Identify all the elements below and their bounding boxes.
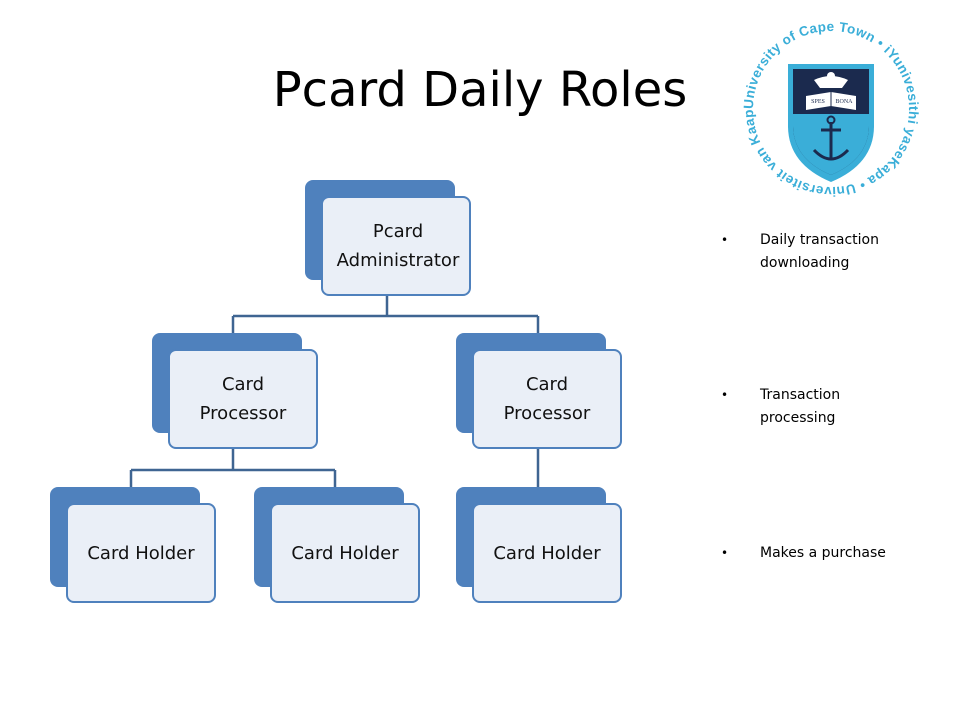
bullet-marker: •	[721, 233, 729, 247]
bullet-marker: •	[721, 388, 729, 402]
node-label: Card Processor	[472, 349, 622, 449]
university-logo: University of Cape Town • iYunivesithi y…	[736, 14, 923, 201]
node-label: Card Holder	[270, 503, 420, 603]
node-label: Pcard Administrator	[321, 196, 471, 296]
svg-text:BONA: BONA	[835, 99, 853, 105]
node-label: Card Holder	[472, 503, 622, 603]
list-item-text: Makes a purchase	[760, 545, 886, 561]
svg-text:SPES: SPES	[811, 99, 825, 105]
list-item-text: Daily transaction downloading	[760, 232, 879, 271]
slide-title: Pcard Daily Roles	[272, 62, 688, 118]
bullet-marker: •	[721, 546, 729, 560]
node-label: Card Processor	[168, 349, 318, 449]
list-item-text: Transaction processing	[760, 387, 841, 426]
node-label: Card Holder	[66, 503, 216, 603]
